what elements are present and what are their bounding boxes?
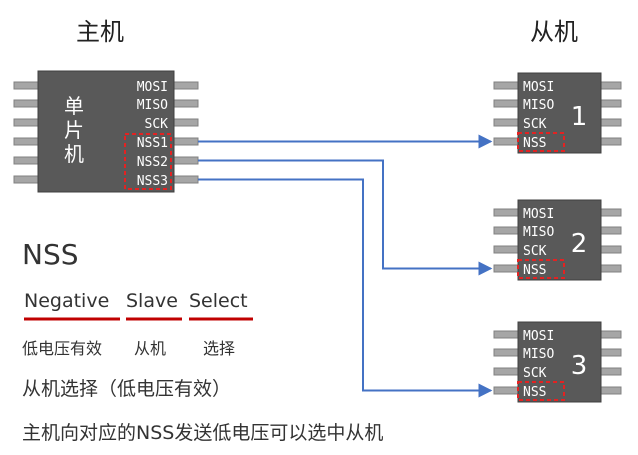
master-chip-label: 机 [64,142,84,166]
slave-1-nss-highlight [517,132,565,152]
slave-2-number: 2 [571,229,588,259]
slave-2-pin-mosi: MOSI [523,207,554,222]
word-negative: Negative [24,290,110,312]
slave-1-pin-nss: NSS [523,136,546,151]
slave-2-pin-sck: SCK [523,244,547,259]
master-chip-label: 片 [64,118,84,142]
master-chip-label: 单 [64,94,84,118]
word-slave: Slave [126,290,178,312]
master-pin-miso: MISO [137,98,168,113]
summary-text: 从机选择（低电压有效） [22,378,232,400]
wire-nss2 [198,159,493,276]
master-pin-nss3: NSS3 [137,174,168,189]
master-pin-mosi: MOSI [137,80,168,95]
master-nss-highlight [124,133,172,190]
master-title: 主机 [76,18,124,46]
nss-heading: NSS [22,238,79,271]
slave-1-pin-sck: SCK [523,117,547,132]
slave-3-number: 3 [571,351,588,381]
slave-3-pin-miso: MISO [523,347,554,362]
meaning-select: 选择 [203,339,236,358]
slave-1-pin-miso: MISO [523,98,554,113]
meaning-slave: 从机 [134,339,167,358]
slave-chip-3: MOSI MISO SCK NSS 3 [493,321,622,403]
slave-3-pin-sck: SCK [523,366,547,381]
slave-title: 从机 [530,18,578,46]
master-pin-nss2: NSS2 [137,155,168,170]
meaning-negative: 低电压有效 [22,339,103,358]
slave-1-pin-mosi: MOSI [523,80,554,95]
word-select: Select [189,290,248,312]
slave-3-nss-highlight [517,381,565,401]
wire-nss3 [198,178,493,398]
master-pin-nss1: NSS1 [137,136,168,151]
slave-2-pin-miso: MISO [523,225,554,240]
slave-chip-1: MOSI MISO SCK NSS 1 [493,72,622,154]
slave-3-pin-nss: NSS [523,385,546,400]
slave-3-pin-mosi: MOSI [523,329,554,344]
master-pin-sck: SCK [145,117,169,132]
slave-2-nss-highlight [517,259,565,279]
description-text: 主机向对应的NSS发送低电压可以选中从机 [22,422,384,444]
master-chip: 单 片 机 MOSI MISO SCK NSS1 NSS2 NSS3 [13,70,199,193]
slave-chip-2: MOSI MISO SCK NSS 2 [493,199,622,281]
slave-2-pin-nss: NSS [523,263,546,278]
slave-1-number: 1 [571,102,588,132]
